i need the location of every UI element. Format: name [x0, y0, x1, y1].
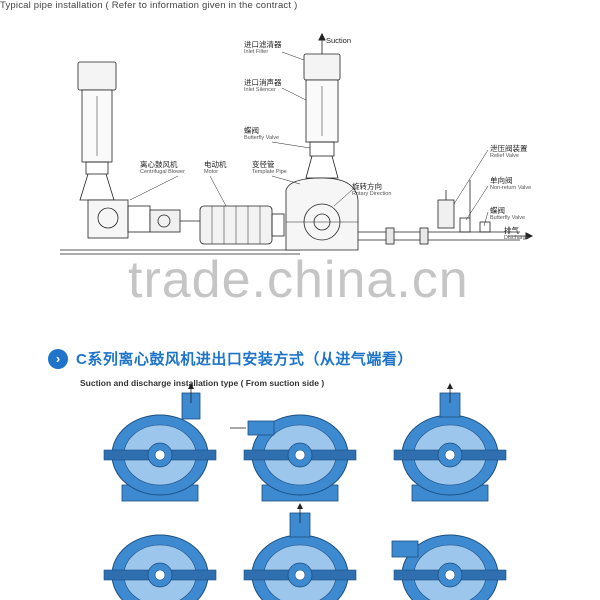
- watermark: trade.china.cn: [128, 251, 469, 309]
- section2-header: › C系列离心鼓风机进出口安装方式（从进气端看）: [48, 348, 413, 369]
- top-title: Typical pipe installation ( Refer to inf…: [0, 0, 298, 11]
- blower-unit: [243, 503, 357, 600]
- chevron-right-icon: ›: [48, 348, 68, 369]
- blower-unit: [230, 414, 357, 502]
- section2-title: C系列离心鼓风机进出口安装方式（从进气端看）: [76, 351, 413, 368]
- blower-unit: [393, 383, 507, 502]
- blower-unit: [103, 534, 217, 600]
- blower-unit: [103, 383, 217, 502]
- suction-label: Suction: [326, 36, 352, 45]
- blower-unit: [391, 534, 507, 600]
- section2-subtitle: Suction and discharge installation type …: [80, 378, 325, 388]
